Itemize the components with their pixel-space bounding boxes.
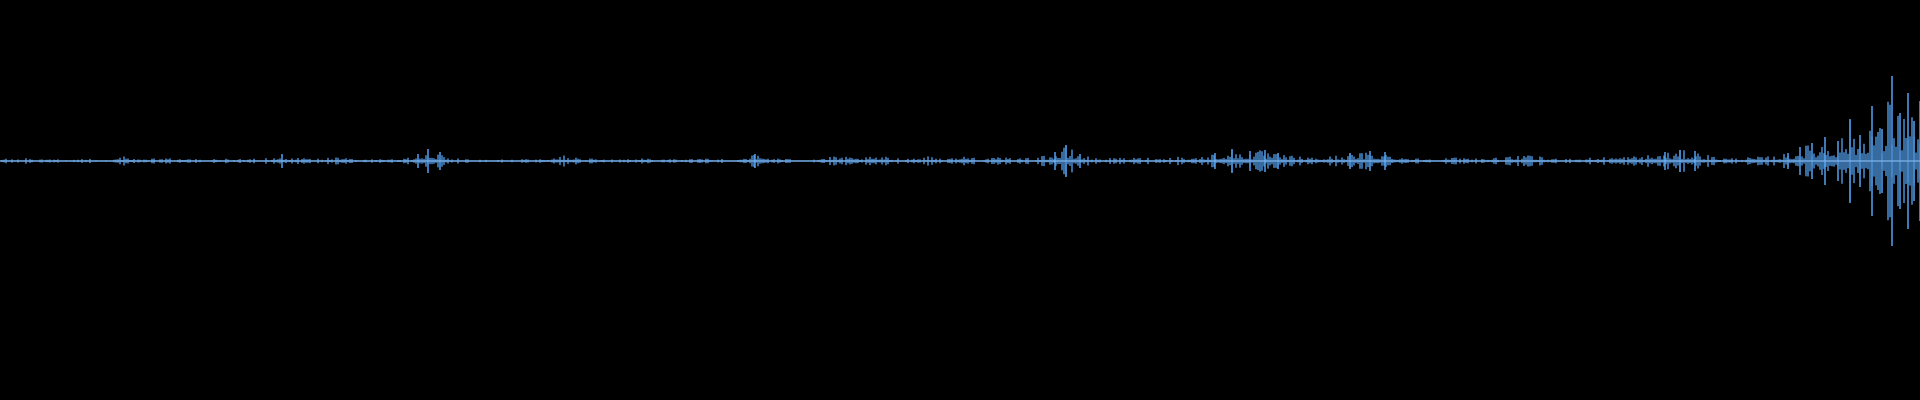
waveform-svg [0,76,1920,246]
